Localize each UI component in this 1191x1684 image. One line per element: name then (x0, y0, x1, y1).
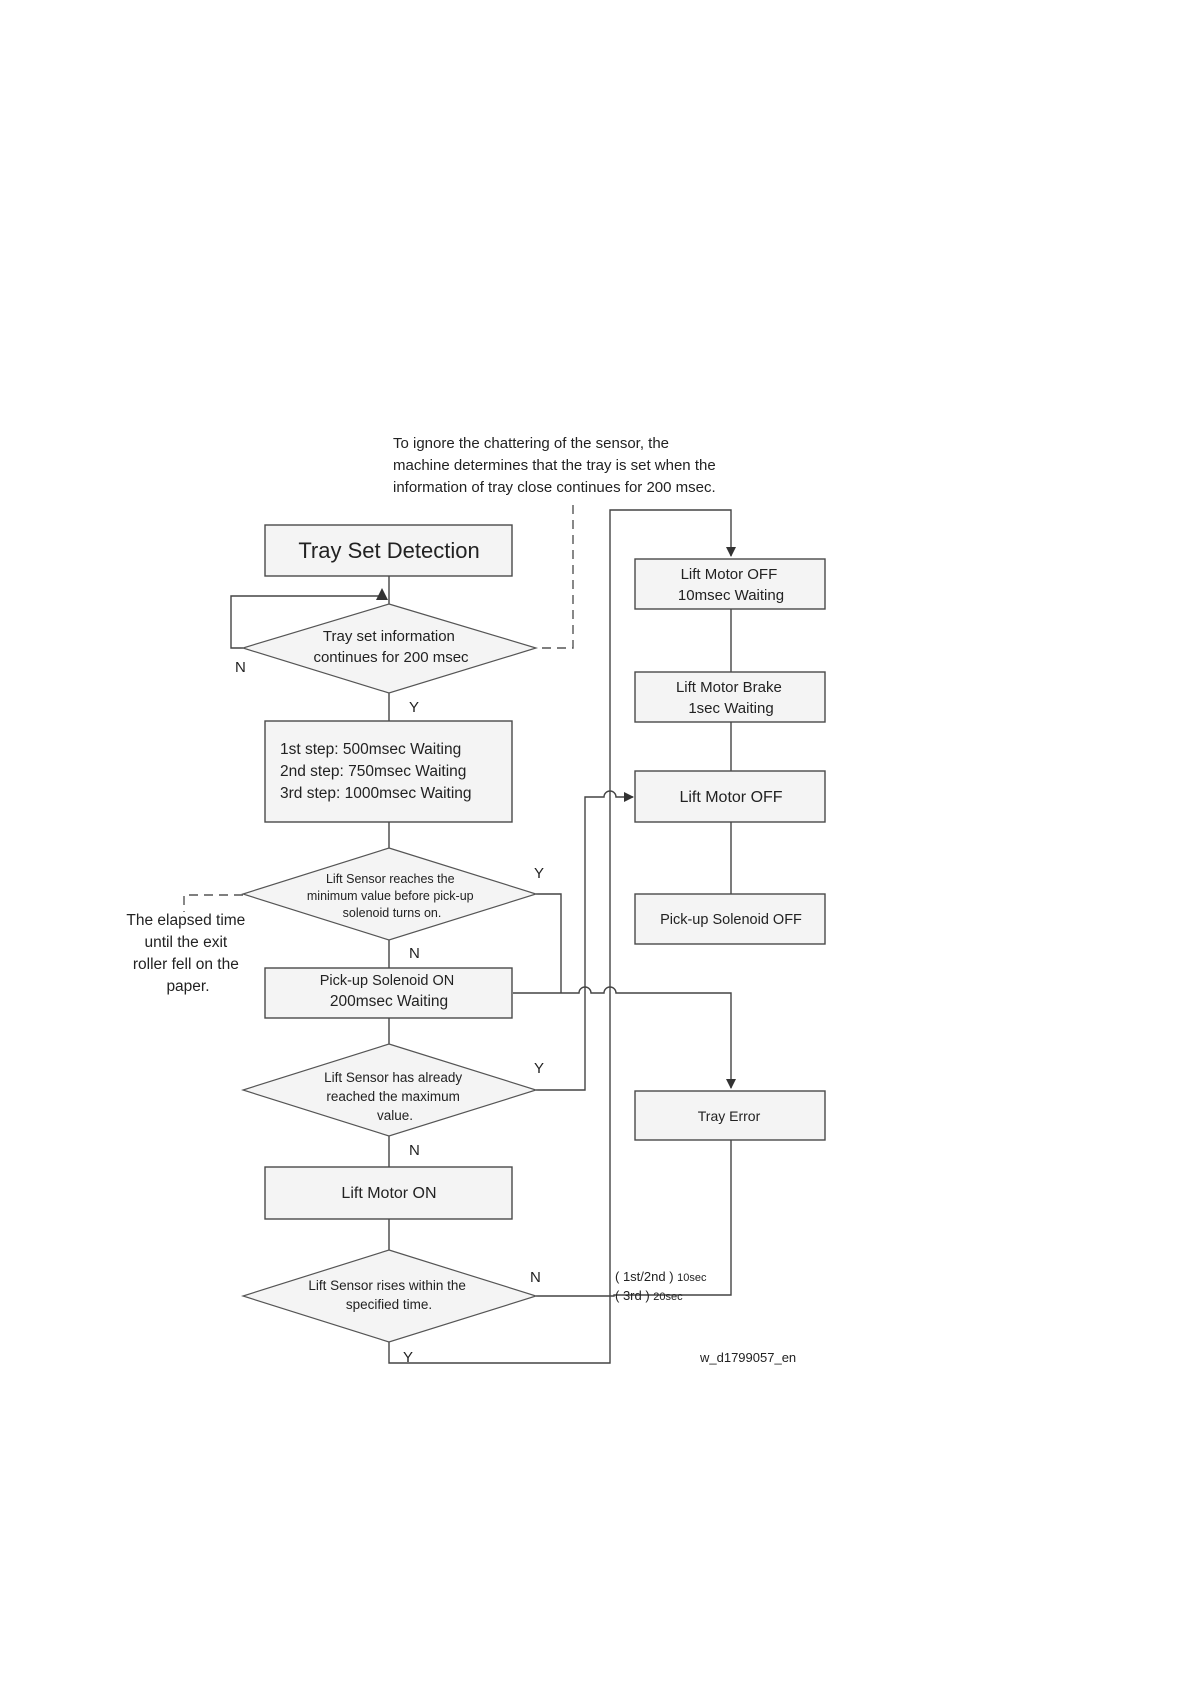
box-pickup-solenoid-off: Pick-up Solenoid OFF (634, 893, 826, 945)
decision-lift-sensor-max: Lift Sensor has already reached the maxi… (241, 1043, 539, 1137)
figure-id: w_d1799057_en (699, 1350, 796, 1365)
box-lift-motor-brake-label: Lift Motor Brake 1sec Waiting (676, 679, 786, 717)
decision-lift-sensor-min-line: minimum value before pick-up (307, 889, 474, 903)
annotation-chattering-line: To ignore the chattering of the sensor, … (393, 435, 669, 452)
connector-loop-n (230, 595, 383, 649)
box-steps-waiting-line: 3rd step: 1000msec Waiting (280, 785, 472, 802)
decision-lift-sensor-max-line: reached the maximum (326, 1089, 460, 1104)
dashed-leader-top (536, 505, 574, 649)
branch-label-n: N (530, 1269, 541, 1286)
decision-lift-sensor-min: Lift Sensor reaches the minimum value be… (241, 847, 539, 941)
decision-lift-sensor-rises-label: Lift Sensor rises within the specified t… (308, 1278, 469, 1312)
annotation-chattering-line: information of tray close continues for … (393, 479, 716, 496)
box-pickup-solenoid-on-label: Pick-up Solenoid ON 200msec Waiting (320, 973, 459, 1010)
box-lift-motor-off-10msec-line: 10msec Waiting (678, 587, 784, 604)
branch-label-y: Y (409, 699, 419, 716)
box-steps-waiting: 1st step: 500msec Waiting 2nd step: 750m… (264, 720, 513, 823)
box-lift-motor-brake: Lift Motor Brake 1sec Waiting (634, 671, 826, 723)
annotation-chattering-note: To ignore the chattering of the sensor, … (393, 435, 720, 496)
decision-lift-sensor-rises-line: specified time. (346, 1297, 432, 1312)
branch-label-y: Y (403, 1349, 413, 1366)
box-steps-waiting-line: 1st step: 500msec Waiting (280, 741, 461, 758)
decision-lift-sensor-rises: Lift Sensor rises within the specified t… (241, 1249, 539, 1343)
box-pickup-solenoid-off-label: Pick-up Solenoid OFF (660, 912, 802, 928)
arrow-up-head (376, 588, 388, 600)
decision-tray-set-info: Tray set information continues for 200 m… (240, 603, 539, 694)
timeout-label-third: ( 3rd ) 20sec (615, 1288, 683, 1303)
branch-label-n: N (235, 659, 246, 676)
box-lift-motor-brake-line: 1sec Waiting (688, 700, 773, 717)
annotation-elapsed-line: The elapsed time (126, 912, 245, 929)
connector-n-rises (536, 1140, 732, 1297)
branch-label-n: N (409, 945, 420, 962)
box-tray-error: Tray Error (634, 1090, 826, 1141)
box-lift-motor-off-10msec: Lift Motor OFF 10msec Waiting (634, 558, 826, 610)
connector-y-max (536, 790, 634, 1091)
dashed-leader-left (183, 894, 243, 912)
box-lift-motor-brake-line: Lift Motor Brake (676, 679, 782, 696)
timeout-label-first-second: ( 1st/2nd ) 10sec (615, 1269, 707, 1284)
annotation-elapsed-line: until the exit (144, 934, 227, 951)
decision-lift-sensor-max-line: value. (377, 1108, 413, 1123)
decision-lift-sensor-rises-line: Lift Sensor rises within the (308, 1278, 466, 1293)
connector-y-min (536, 893, 562, 993)
decision-lift-sensor-max-label: Lift Sensor has already reached the maxi… (324, 1070, 466, 1123)
decision-tray-set-info-line: continues for 200 msec (313, 649, 469, 666)
decision-lift-sensor-min-line: solenoid turns on. (343, 906, 442, 920)
box-tray-set-detection-label: Tray Set Detection (298, 538, 479, 563)
box-lift-motor-off-label: Lift Motor OFF (679, 789, 782, 806)
box-pickup-solenoid-on: Pick-up Solenoid ON 200msec Waiting (264, 967, 513, 1019)
box-lift-motor-off-10msec-line: Lift Motor OFF (681, 566, 778, 583)
box-steps-waiting-label: 1st step: 500msec Waiting 2nd step: 750m… (280, 741, 472, 802)
decision-lift-sensor-min-label: Lift Sensor reaches the minimum value be… (307, 872, 477, 920)
box-tray-error-label: Tray Error (698, 1108, 761, 1124)
connector-to-tray-error (513, 986, 736, 1089)
decision-tray-set-info-line: Tray set information (323, 628, 455, 645)
branch-label-y: Y (534, 865, 544, 882)
decision-tray-set-info-label: Tray set information continues for 200 m… (313, 628, 469, 666)
box-lift-motor-off-10msec-label: Lift Motor OFF 10msec Waiting (678, 566, 784, 604)
box-lift-motor-off: Lift Motor OFF (634, 770, 826, 823)
box-pickup-solenoid-on-line: 200msec Waiting (330, 993, 448, 1010)
branch-label-n: N (409, 1142, 420, 1159)
annotation-elapsed-time-note: The elapsed time until the exit roller f… (126, 912, 249, 995)
branch-label-y: Y (534, 1060, 544, 1077)
decision-lift-sensor-min-line: Lift Sensor reaches the (326, 872, 455, 886)
box-lift-motor-on-label: Lift Motor ON (341, 1185, 436, 1202)
annotation-elapsed-line: roller fell on the (133, 956, 239, 973)
box-lift-motor-on: Lift Motor ON (264, 1166, 513, 1220)
annotation-chattering-line: machine determines that the tray is set … (393, 457, 716, 474)
box-tray-set-detection: Tray Set Detection (264, 524, 513, 577)
box-steps-waiting-line: 2nd step: 750msec Waiting (280, 763, 466, 780)
decision-lift-sensor-max-line: Lift Sensor has already (324, 1070, 462, 1085)
annotation-elapsed-line: paper. (166, 978, 209, 995)
connector-y-rises (388, 509, 736, 1364)
box-pickup-solenoid-on-line: Pick-up Solenoid ON (320, 973, 455, 989)
